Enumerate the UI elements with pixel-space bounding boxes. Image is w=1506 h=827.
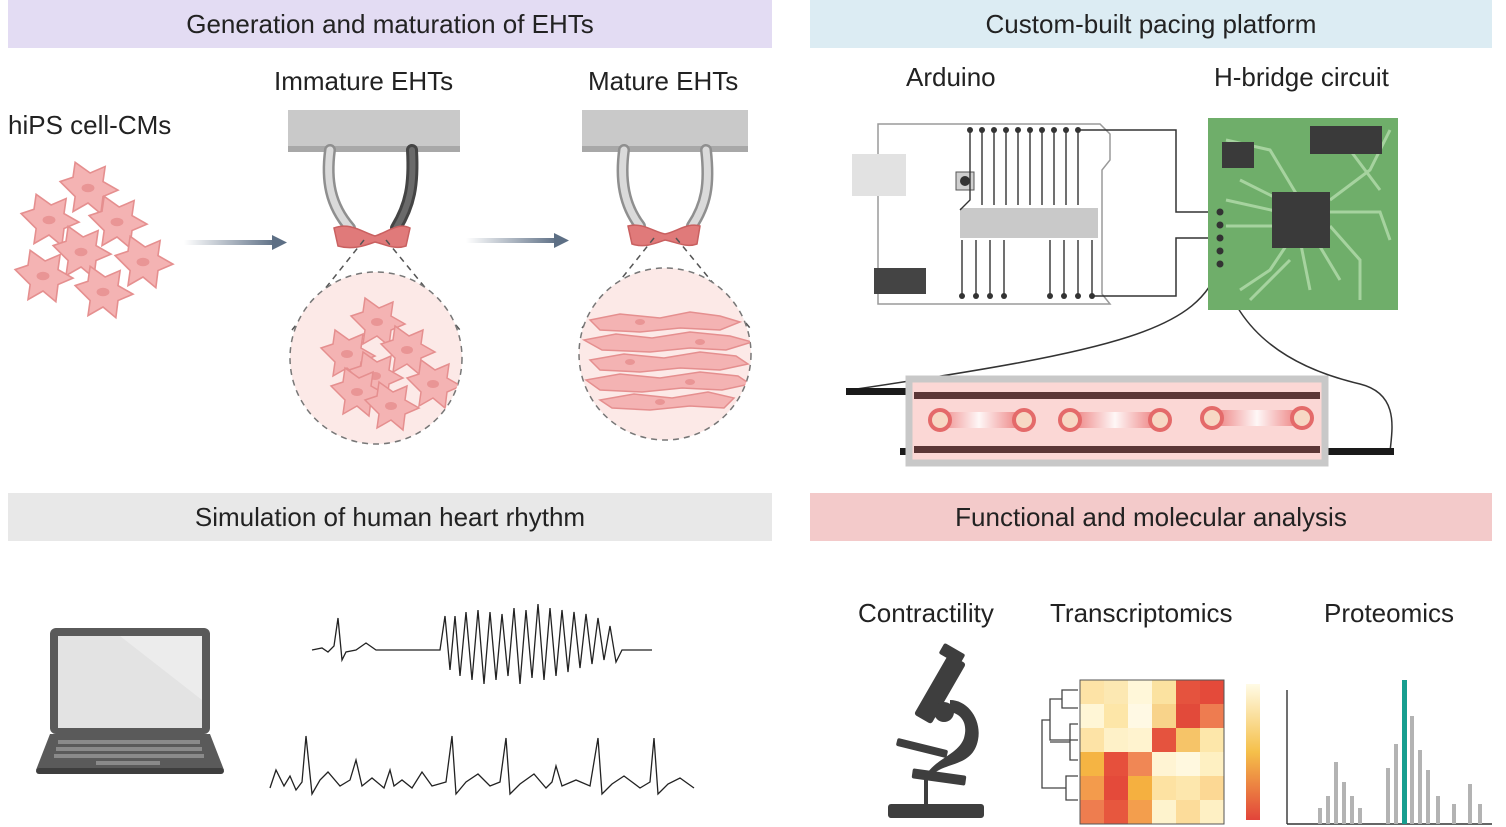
arduino-label: Arduino (906, 62, 996, 92)
transcriptomics-label: Transcriptomics (1050, 598, 1233, 628)
aligned-cells (581, 311, 751, 411)
sinus-rhythm-trace (269, 735, 695, 797)
proteomics-bar-icon (1286, 680, 1492, 825)
proteomics-label: Proteomics (1324, 598, 1455, 628)
analysis-panel-title: Functional and molecular analysis (810, 493, 1492, 541)
microscope-icon (888, 643, 984, 818)
heatmap-icon (1041, 679, 1260, 825)
pacing-panel-title: Custom-built pacing platform (810, 0, 1492, 48)
hipsc-cm-label: hiPS cell-CMs (8, 110, 172, 140)
immature-ehts-label: Immature EHTs (274, 66, 454, 96)
immature-ehts (288, 110, 463, 445)
arrow-right (184, 233, 569, 250)
arrhythmia-trace (311, 603, 652, 685)
pacing-chamber (846, 375, 1394, 467)
arduino-board (852, 123, 1112, 305)
h-bridge-board (1208, 118, 1398, 310)
contractility-label: Contractility (858, 598, 994, 628)
mature-ehts (578, 110, 752, 441)
generation-panel-title: Generation and maturation of EHTs (8, 0, 772, 48)
simulation-panel-title: Simulation of human heart rhythm (8, 493, 772, 541)
cell-cluster (14, 161, 174, 319)
h-bridge-label: H-bridge circuit (1214, 62, 1389, 92)
mature-ehts-label: Mature EHTs (588, 66, 739, 96)
laptop-icon (36, 628, 224, 774)
